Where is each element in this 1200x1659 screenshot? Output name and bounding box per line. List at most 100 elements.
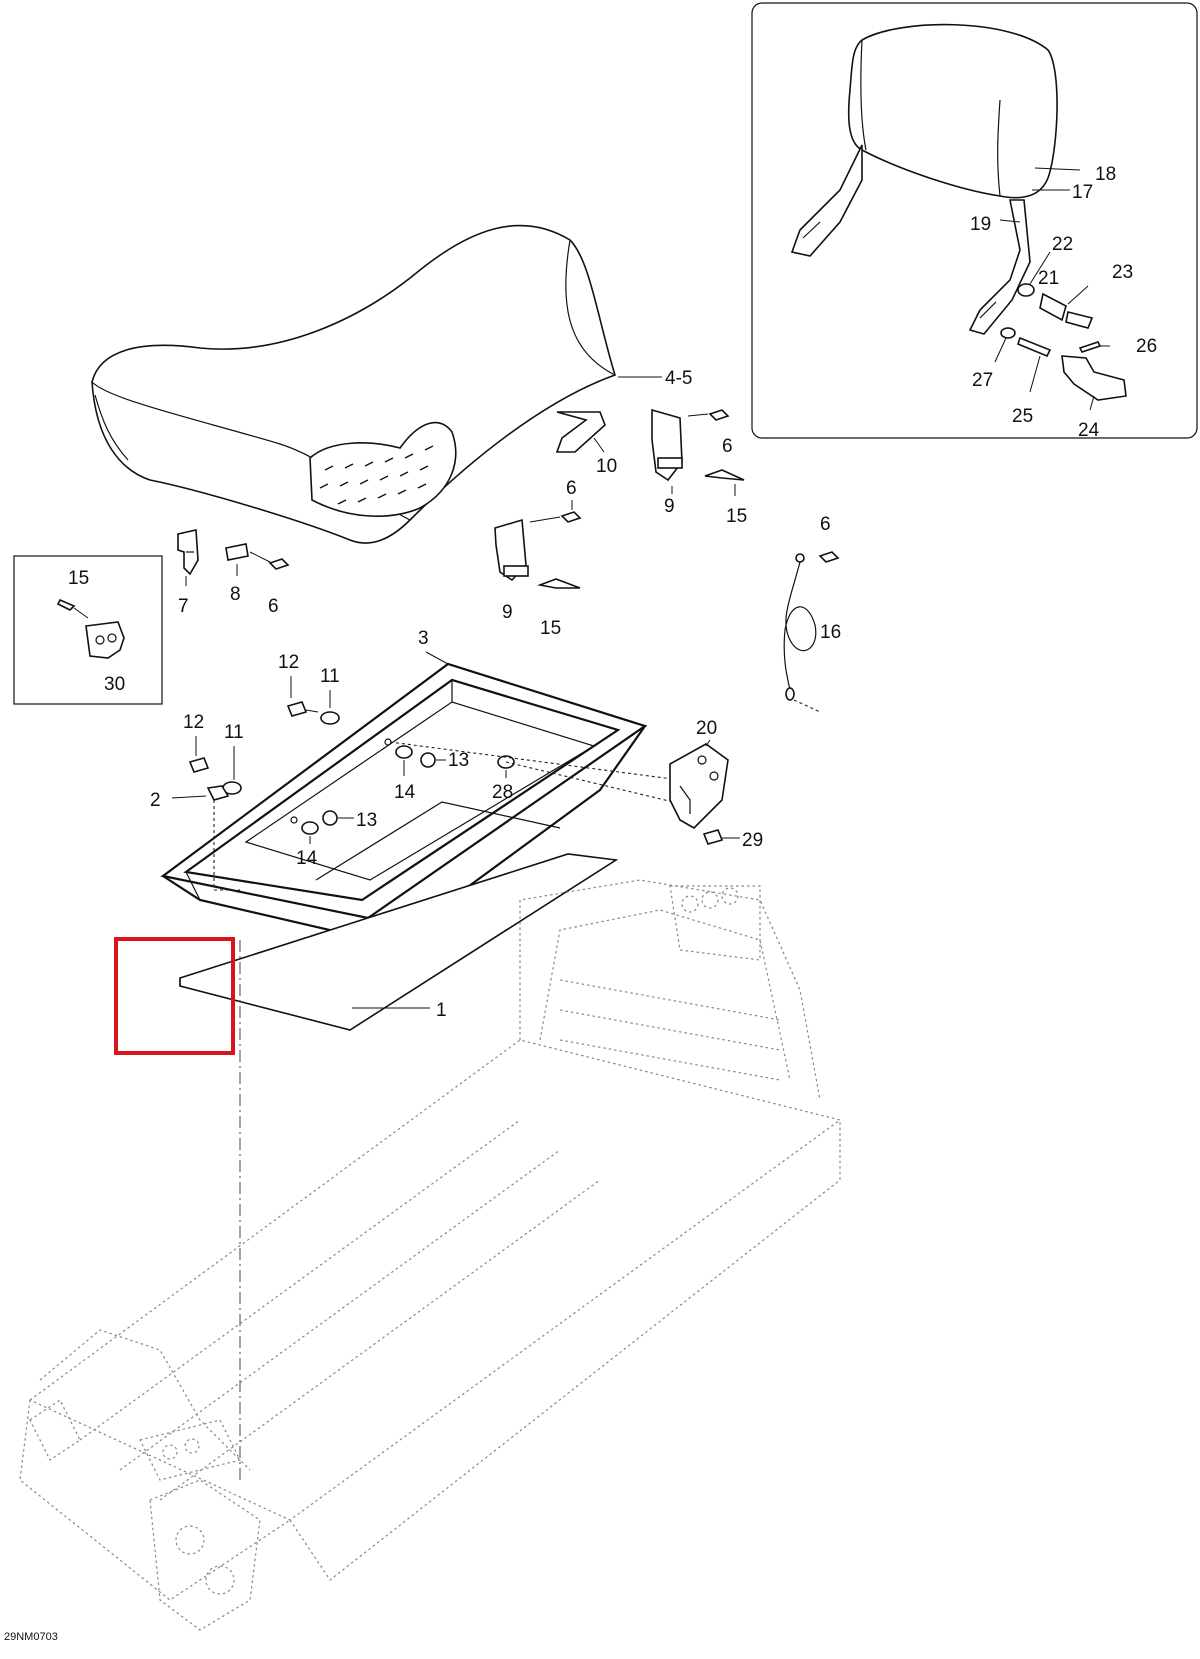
hinge-plate-upper xyxy=(651,408,683,482)
front-plate xyxy=(149,1479,261,1631)
bracket-30-hole-b xyxy=(107,633,117,643)
callout-26: 26 xyxy=(1136,336,1157,357)
bracket-20-stud-b xyxy=(709,771,719,781)
nut-13-lower xyxy=(322,810,338,826)
tether-end xyxy=(793,699,821,713)
tunnel-top xyxy=(28,1039,842,1521)
hinge-knuckle-lower xyxy=(503,565,529,577)
washer-14-upper xyxy=(395,745,413,759)
callout-3: 3 xyxy=(418,628,429,649)
callout-6-lower: 6 xyxy=(566,478,577,499)
screw-6-shaft-lower xyxy=(529,516,561,523)
rack-outer xyxy=(519,879,821,1101)
callout-12-lower: 12 xyxy=(183,712,204,733)
vent-hole-b xyxy=(184,1438,200,1454)
leader-22 xyxy=(1029,251,1051,285)
callout-2: 2 xyxy=(150,790,161,811)
backrest-pad xyxy=(847,23,1058,199)
callout-21: 21 xyxy=(1038,268,1059,289)
spacer-21 xyxy=(1039,292,1067,322)
right-arm-slot xyxy=(979,301,997,319)
callout-20: 20 xyxy=(696,718,717,739)
tether-eyelet-top xyxy=(795,553,805,563)
backrest-inset: 18 17 19 22 21 23 26 27 25 24 xyxy=(751,2,1198,441)
tunnel-side xyxy=(289,1120,841,1581)
screw-6-shaft-latch xyxy=(249,551,271,563)
callout-7: 7 xyxy=(178,596,189,617)
callout-11-upper: 11 xyxy=(320,666,340,687)
bracket-30-inset-frame xyxy=(13,555,163,705)
bracket-20-flange xyxy=(679,785,691,814)
bracket-20 xyxy=(669,743,729,829)
callout-9-lower: 9 xyxy=(502,602,513,623)
hinge-upper: 6 9 15 xyxy=(651,408,747,527)
alignment-bracket-20 xyxy=(389,741,681,781)
callout-30: 30 xyxy=(104,674,125,695)
callout-4-5: 4-5 xyxy=(665,368,692,389)
tunnel-ribs xyxy=(79,1119,601,1501)
rack-hole-c xyxy=(721,887,739,905)
alignment-nut-2 xyxy=(213,800,240,891)
tether-wire xyxy=(783,561,817,691)
latch-bracket: 7 8 6 xyxy=(177,529,290,617)
callout-10: 10 xyxy=(596,456,617,477)
seat-grip-panel xyxy=(309,422,457,517)
callout-29: 29 xyxy=(742,830,763,851)
hinge-lower: 6 9 15 xyxy=(494,478,582,639)
bracket-20-group: 20 29 xyxy=(669,718,763,851)
callout-11-lower: 11 xyxy=(224,722,244,743)
leader-20 xyxy=(705,739,711,747)
washer-27 xyxy=(1000,327,1016,339)
callout-16: 16 xyxy=(820,622,841,643)
bracket-30 xyxy=(85,621,125,659)
document-id: 29NM0703 xyxy=(4,1631,58,1643)
callout-13-upper: 13 xyxy=(448,750,469,771)
washer-14-lower xyxy=(301,821,319,835)
tray-floor-recess xyxy=(315,801,561,881)
callout-9-upper: 9 xyxy=(664,496,675,517)
bolt-12-upper-shaft xyxy=(305,709,319,713)
callout-13-lower: 13 xyxy=(356,810,377,831)
rack-plate xyxy=(669,885,761,961)
seat-front-trim xyxy=(94,394,129,461)
leader-19 xyxy=(999,219,1021,223)
bracket-30-hole-a xyxy=(95,635,105,645)
screw-6-upper xyxy=(708,409,730,421)
callout-18: 18 xyxy=(1095,164,1116,185)
screw-6-lower xyxy=(560,511,582,523)
leader-27 xyxy=(994,337,1007,363)
screw-6-shaft-upper xyxy=(687,413,709,417)
callout-6-upper: 6 xyxy=(722,436,733,457)
rivet-15-lower xyxy=(537,578,581,589)
trim-10: 10 xyxy=(555,411,617,477)
leader-25 xyxy=(1029,355,1041,393)
rivet-15-upper xyxy=(704,469,745,481)
backrest-right-arm xyxy=(968,199,1031,335)
callout-14-lower: 14 xyxy=(296,848,318,869)
nut-13-upper xyxy=(420,752,436,768)
backrest-pad-edge xyxy=(860,39,867,151)
callout-28: 28 xyxy=(492,782,513,803)
side-bracket xyxy=(29,1399,81,1461)
callout-25: 25 xyxy=(1012,406,1033,427)
screw-6-latch xyxy=(268,558,290,570)
highlight-box xyxy=(114,937,235,1055)
callout-23: 23 xyxy=(1112,262,1133,283)
callout-27: 27 xyxy=(972,370,993,391)
leader-24 xyxy=(1089,395,1095,411)
callout-19: 19 xyxy=(970,214,991,235)
leader-3 xyxy=(425,651,449,665)
backrest-left-arm xyxy=(790,144,863,257)
bracket-30-inset: 15 30 xyxy=(13,555,163,705)
alignment-nut-28 xyxy=(505,761,691,807)
tray-floor xyxy=(244,701,596,881)
leader-10 xyxy=(593,437,605,453)
tray-hardware: 12 11 12 11 2 13 14 28 13 14 xyxy=(150,652,691,891)
washer-14-lower-hole xyxy=(290,816,298,824)
callout-17: 17 xyxy=(1072,182,1093,203)
nut-2 xyxy=(206,785,230,801)
callout-15-upper: 15 xyxy=(726,506,747,527)
seat-assembly: 4-5 xyxy=(91,224,692,544)
backrest-inset-frame xyxy=(751,2,1198,439)
callout-15-lower: 15 xyxy=(540,618,561,639)
